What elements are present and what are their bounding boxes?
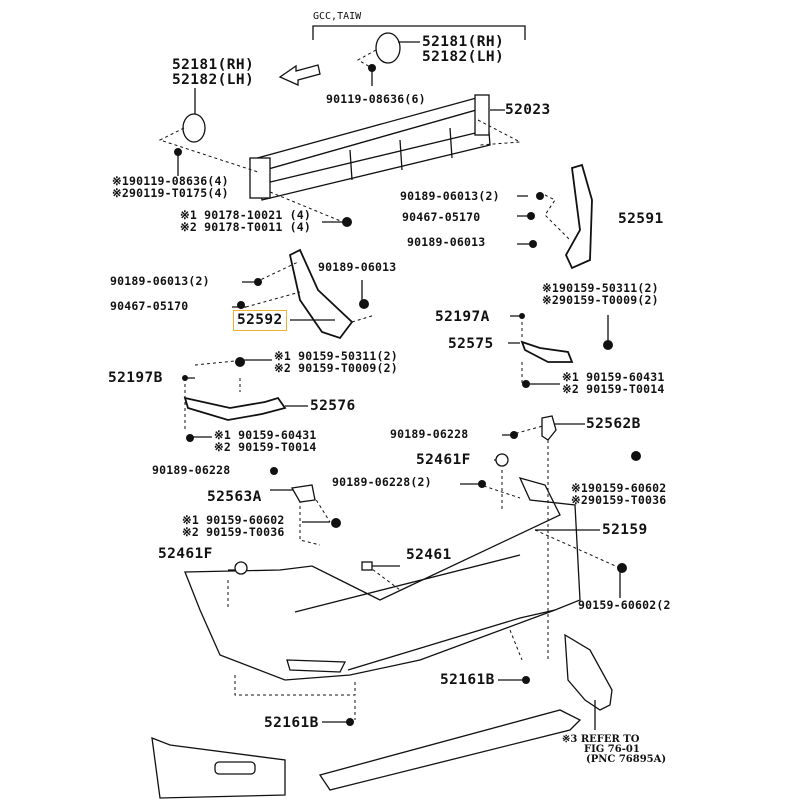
bolt-icon [359,299,369,309]
callout-90159-50311-right[interactable]: ※190159-50311(2)※290159-T0009(2) [542,281,659,307]
retainer-rh [375,32,401,64]
screw-icon [186,434,194,442]
callout-52576[interactable]: 52576 [310,398,356,414]
callout-52461f-right[interactable]: 52461F [416,452,471,468]
callout-52181-rh-top[interactable]: 52181(RH)52182(LH) [422,34,505,65]
screw-icon [346,718,354,726]
callout-52197a[interactable]: 52197A [435,309,490,325]
retainer-52575 [520,340,574,363]
screw-icon [522,676,530,684]
bolt-icon [617,563,627,573]
bracket-52592 [288,248,354,340]
callout-52197b[interactable]: 52197B [108,370,163,386]
callout-52563a[interactable]: 52563A [207,489,262,505]
callout-90189-06228-right[interactable]: 90189-06228 [390,427,469,441]
reinforcement-beam [248,94,491,201]
screw-icon [522,380,530,388]
callout-90159-60602-right[interactable]: ※190159-60602※290159-T0036 [571,481,667,507]
callout-90159-50311-left[interactable]: ※1 90159-50311(2)※2 90159-T0009(2) [274,349,398,375]
bracket-52591 [564,163,593,270]
callout-90159-60431-right[interactable]: ※1 90159-60431※2 90159-T0014 [562,370,665,396]
bolt-icon [235,357,245,367]
nut-icon [368,64,376,72]
screw-icon [174,148,182,156]
callout-90159-60602-left[interactable]: ※1 90159-60602※2 90159-T0036 [182,513,285,539]
nut-icon [536,192,544,200]
nut-icon [182,375,188,381]
callout-90119-08636[interactable]: 90119-08636(6) [326,92,426,106]
retainer-52576 [183,396,287,421]
callout-52562b[interactable]: 52562B [586,416,641,432]
callout-52161b-right[interactable]: 52161B [440,672,495,688]
nut-icon [519,313,525,319]
callout-52461f-left[interactable]: 52461F [158,546,213,562]
front-arrow-icon [278,64,321,87]
callout-90119-pair[interactable]: ※190119-08636(4)※290119-T0175(4) [112,174,229,200]
reflector-left [214,761,256,775]
callout-90189-06013-2-right[interactable]: 90189-06013(2) [400,189,500,203]
bolt-icon [603,340,613,350]
bolt-icon [631,451,641,461]
callout-90467-05170-left[interactable]: 90467-05170 [110,299,189,313]
clip-icon [270,467,278,475]
cap-52461 [361,561,373,571]
bolt-icon [331,518,341,528]
bolt-icon [342,217,352,227]
group-label: GCC,TAIW [313,11,362,22]
callout-90159-60431-left[interactable]: ※1 90159-60431※2 90159-T0014 [214,428,317,454]
bracket-52563a [290,484,316,503]
callout-52023[interactable]: 52023 [505,102,551,118]
cap-52461f [495,453,509,467]
side-piece-refer [564,633,613,711]
callout-52461[interactable]: 52461 [406,547,452,563]
callout-90159-60602-2[interactable]: 90159-60602(2 [578,598,671,612]
nut-icon [254,278,262,286]
callout-90189-06013-right[interactable]: 90189-06013 [407,235,486,249]
callout-90189-06013-2-left[interactable]: 90189-06013(2) [110,274,210,288]
nut-icon [529,240,537,248]
callout-90189-06013-center[interactable]: 90189-06013 [318,260,397,274]
bumper-cover [184,476,581,681]
group-bracket [312,25,526,40]
callout-90178-pair[interactable]: ※1 90178-10021 (4)※2 90178-T0011 (4) [180,208,311,234]
callout-52575[interactable]: 52575 [448,336,494,352]
callout-90189-06228-2[interactable]: 90189-06228(2) [332,475,432,489]
callout-52591[interactable]: 52591 [618,211,664,227]
callout-90467-05170-right[interactable]: 90467-05170 [402,210,481,224]
clip-icon [510,431,518,439]
clip-icon [527,212,535,220]
callout-52181-rh-left[interactable]: 52181(RH)52182(LH) [172,57,255,88]
callout-52159[interactable]: 52159 [602,522,648,538]
bracket-52562b [541,415,557,441]
lower-diffuser [318,709,582,791]
clip-icon [237,301,245,309]
callout-52592-highlighted[interactable]: 52592 [233,310,287,331]
cap-52461f [234,561,248,575]
clip-icon [478,480,486,488]
callout-90189-06228-left[interactable]: 90189-06228 [152,463,231,477]
retainer-lh [182,113,206,143]
callout-52161b-left[interactable]: 52161B [264,715,319,731]
